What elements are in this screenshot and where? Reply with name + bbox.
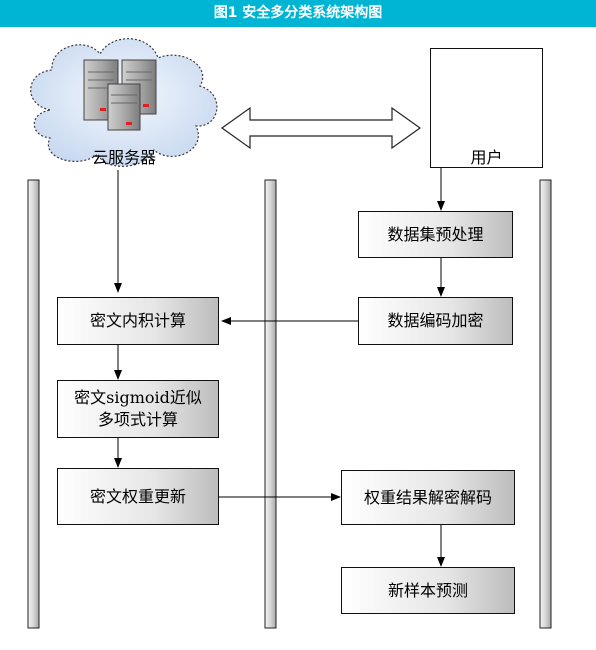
lifeline-middle	[264, 179, 277, 629]
lifeline-right	[539, 179, 552, 629]
step-inner-product: 密文内积计算	[57, 297, 219, 345]
step-encode-encrypt: 数据编码加密	[358, 297, 513, 345]
step-sigmoid-approx: 密文sigmoid近似 多项式计算	[57, 380, 219, 438]
figure-title: 图1 安全多分类系统架构图	[0, 0, 596, 27]
step-preprocess: 数据集预处理	[358, 211, 513, 258]
step-weight-decrypt: 权重结果解密解码	[341, 470, 515, 525]
sigmoid-line-2: 多项式计算	[97, 410, 178, 429]
bidirectional-arrow-icon	[220, 106, 422, 150]
user-frame	[430, 48, 543, 168]
cloud-server-label: 云服务器	[91, 148, 156, 167]
step-predict: 新样本预测	[341, 567, 515, 614]
step-weight-update: 密文权重更新	[57, 468, 219, 525]
lifeline-left	[27, 179, 40, 629]
sigmoid-line-1: 密文sigmoid近似	[74, 388, 202, 408]
server-icon	[83, 59, 157, 131]
user-label: 用户	[470, 148, 503, 167]
